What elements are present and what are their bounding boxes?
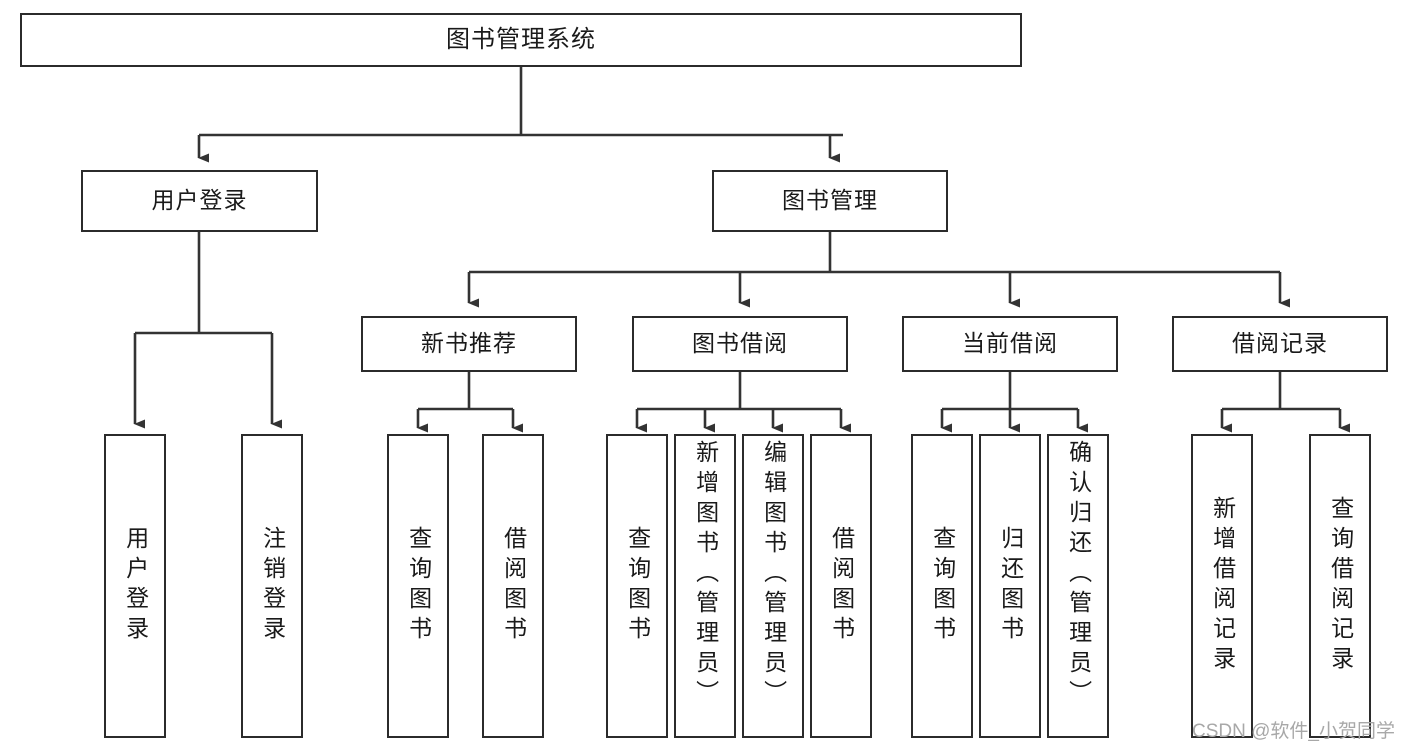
leaf-borrow-book-2[interactable]: 借阅图书	[810, 434, 872, 738]
watermark-text: CSDN @软件_小贺同学	[1192, 721, 1395, 742]
leaf-borrow-book-1[interactable]: 借阅图书	[482, 434, 544, 738]
node-label: 图书管理系统	[446, 25, 596, 53]
leaf-label: 借阅图书	[828, 526, 855, 646]
leaf-label: 查询图书	[405, 526, 432, 646]
node-label: 新书推荐	[421, 330, 517, 357]
leaf-user-login[interactable]: 用户登录	[104, 434, 166, 738]
node-book-borrow[interactable]: 图书借阅	[632, 316, 848, 372]
node-label: 图书借阅	[692, 330, 788, 357]
leaf-label: 新增借阅记录	[1209, 496, 1236, 676]
leaf-confirm-return[interactable]: 确认归还（管理员）	[1047, 434, 1109, 738]
node-user-login[interactable]: 用户登录	[81, 170, 318, 232]
leaf-label: 查询借阅记录	[1327, 496, 1354, 676]
leaf-label: 借阅图书	[500, 526, 527, 646]
leaf-label: 用户登录	[122, 526, 149, 646]
leaf-return-book[interactable]: 归还图书	[979, 434, 1041, 738]
leaf-label: 归还图书	[997, 526, 1024, 646]
leaf-add-book[interactable]: 新增图书（管理员）	[674, 434, 736, 738]
node-new-book-recommend[interactable]: 新书推荐	[361, 316, 577, 372]
leaf-label: 编辑图书（管理员）	[760, 440, 787, 710]
leaf-label: 查询图书	[624, 526, 651, 646]
node-borrow-record[interactable]: 借阅记录	[1172, 316, 1388, 372]
node-current-borrow[interactable]: 当前借阅	[902, 316, 1118, 372]
leaf-query-book-2[interactable]: 查询图书	[606, 434, 668, 738]
node-root-system[interactable]: 图书管理系统	[20, 13, 1022, 67]
node-label: 用户登录	[151, 187, 248, 214]
leaf-label: 新增图书（管理员）	[692, 440, 719, 710]
leaf-label: 确认归还（管理员）	[1065, 440, 1092, 710]
leaf-query-book-1[interactable]: 查询图书	[387, 434, 449, 738]
leaf-edit-book[interactable]: 编辑图书（管理员）	[742, 434, 804, 738]
node-label: 当前借阅	[962, 330, 1058, 357]
node-label: 借阅记录	[1232, 330, 1328, 357]
leaf-query-book-3[interactable]: 查询图书	[911, 434, 973, 738]
leaf-label: 查询图书	[929, 526, 956, 646]
leaf-logout-login[interactable]: 注销登录	[241, 434, 303, 738]
node-book-manage[interactable]: 图书管理	[712, 170, 948, 232]
node-label: 图书管理	[782, 187, 878, 214]
leaf-add-record[interactable]: 新增借阅记录	[1191, 434, 1253, 738]
leaf-query-record[interactable]: 查询借阅记录	[1309, 434, 1371, 738]
leaf-label: 注销登录	[259, 526, 286, 646]
